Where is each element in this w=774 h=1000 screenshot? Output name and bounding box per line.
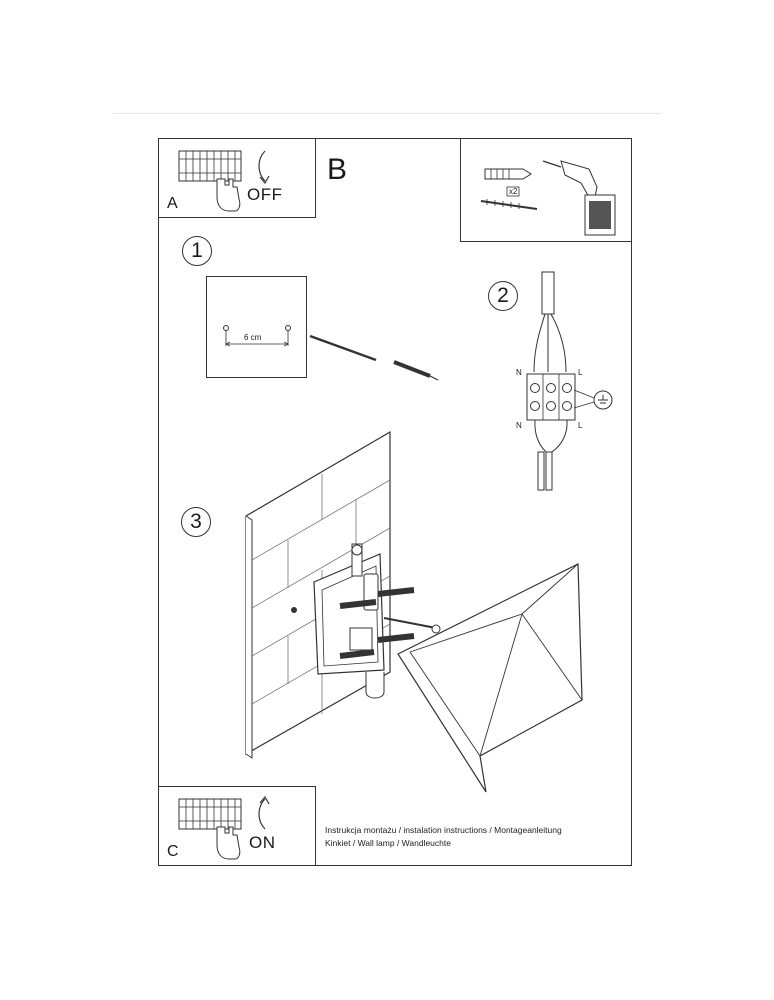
panel-a-letter: A xyxy=(167,195,178,212)
caption-line-2: Kinkiet / Wall lamp / Wandleuchte xyxy=(325,838,451,848)
breaker-panel-off-icon xyxy=(178,150,270,212)
panel-c-letter: C xyxy=(167,843,179,860)
caption-line-1: Instrukcja montażu / instalation instruc… xyxy=(325,825,562,835)
quantity-badge: x2 xyxy=(509,187,518,196)
step-1-marker: 1 xyxy=(182,236,212,266)
panel-b-letter: B xyxy=(327,153,348,186)
breaker-panel-on-icon xyxy=(178,795,270,860)
instruction-frame xyxy=(158,138,632,866)
panel-a-off-label: OFF xyxy=(247,185,283,204)
step-2-marker: 2 xyxy=(488,281,518,311)
distance-label: 6 cm xyxy=(244,333,262,342)
sheet-top-line xyxy=(113,113,661,114)
live-label-top: L xyxy=(578,368,583,377)
live-label-bottom: L xyxy=(578,421,583,430)
panel-c: C ON xyxy=(158,786,316,866)
neutral-label-bottom: N xyxy=(516,421,522,430)
panel-b-tools: x2 xyxy=(460,138,632,242)
step-3-marker: 3 xyxy=(181,507,211,537)
wall-plug-icon xyxy=(480,168,538,210)
neutral-label-top: N xyxy=(516,368,522,377)
drill-icon xyxy=(542,160,616,236)
panel-c-on-label: ON xyxy=(249,833,276,852)
panel-a: A OFF xyxy=(158,138,316,218)
